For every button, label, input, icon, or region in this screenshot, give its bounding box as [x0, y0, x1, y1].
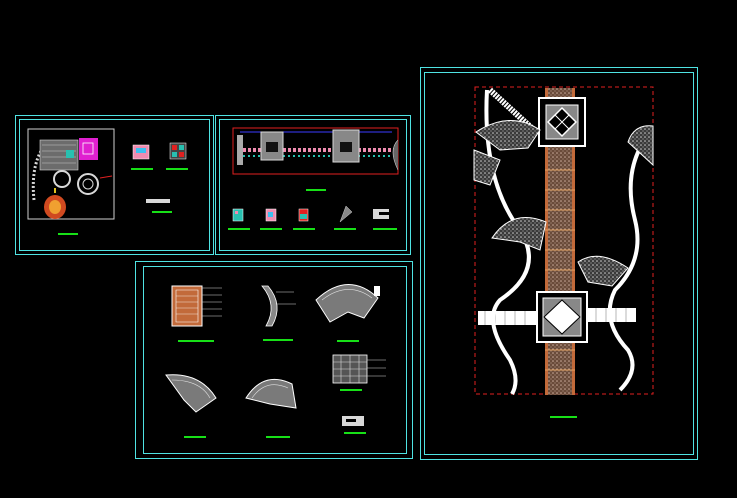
detail-2-underline	[260, 228, 282, 230]
detail-4-underline	[334, 228, 356, 230]
layout-plan-sheet-inner-frame	[424, 72, 694, 455]
fan-plaza-1-underline	[337, 340, 359, 342]
elevation-sheet[interactable]	[215, 115, 411, 255]
swatch-2-underline	[166, 168, 188, 170]
grid-paving-underline	[340, 389, 362, 391]
site-note-underline	[152, 211, 172, 213]
curb-underline	[263, 339, 293, 341]
layout-plan-sheet[interactable]	[420, 67, 698, 460]
detail-3-underline	[293, 228, 315, 230]
elevation-sheet-inner-frame	[219, 119, 407, 251]
detail-5-underline	[373, 228, 397, 230]
paving-section-underline	[178, 340, 214, 342]
details-sheet-inner-frame	[143, 266, 407, 454]
step-detail-underline	[344, 432, 366, 434]
layout-plan-title-underline	[550, 416, 577, 418]
fan-plaza-3-underline	[266, 436, 290, 438]
site-plan-sheet[interactable]	[15, 115, 214, 255]
elevation-underline	[306, 189, 326, 191]
site-plan-title-underline	[58, 233, 78, 235]
fan-plaza-2-underline	[184, 436, 206, 438]
details-sheet[interactable]	[135, 261, 413, 459]
detail-1-underline	[228, 228, 250, 230]
site-plan-sheet-inner-frame	[19, 119, 210, 251]
swatch-1-underline	[131, 168, 153, 170]
